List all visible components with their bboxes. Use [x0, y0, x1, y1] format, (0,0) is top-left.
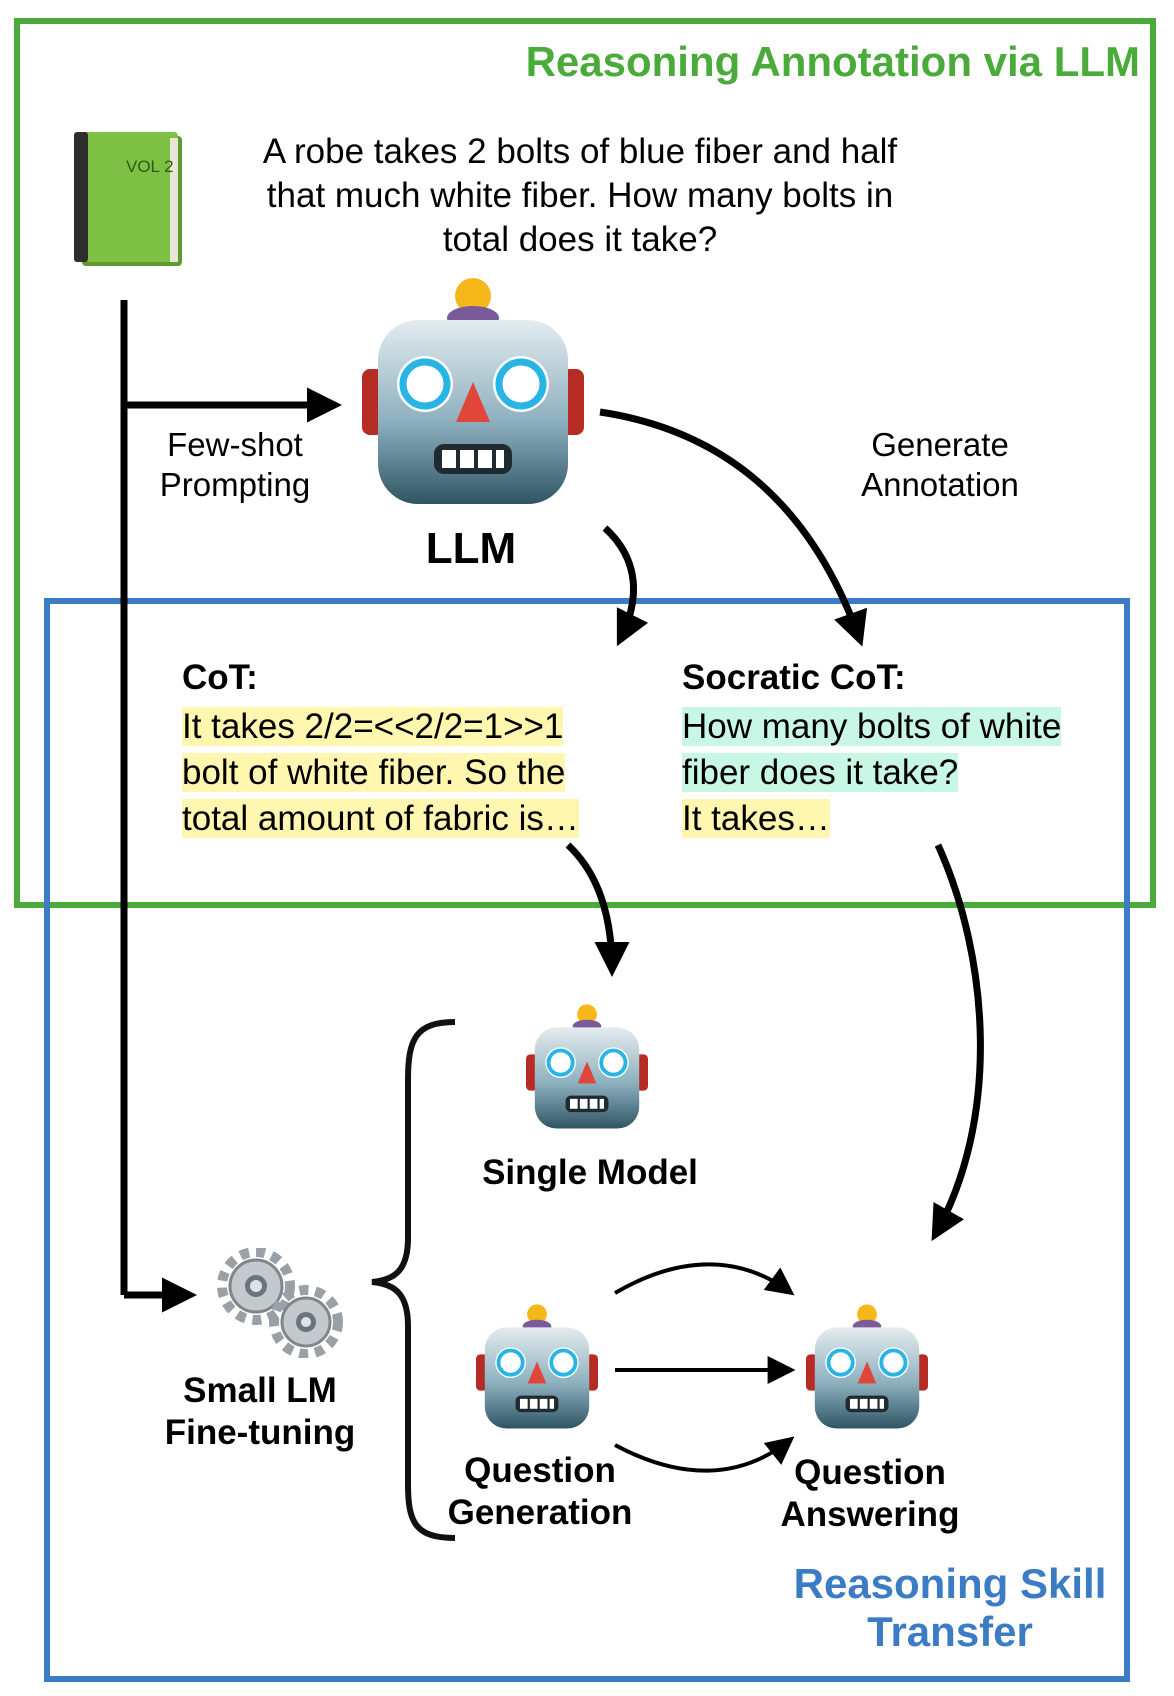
book-label: VOL 2: [126, 157, 174, 176]
small-lm-label: Small LM Fine-tuning: [164, 1371, 356, 1452]
socratic-to-qa-arrow: [931, 843, 984, 1242]
single-model-robot-icon: [526, 1004, 648, 1129]
transfer-title-line1: Reasoning Skill: [793, 1560, 1107, 1607]
question-text: A robe takes 2 bolts of blue fiber and h…: [210, 130, 950, 262]
socratic-line1: How many bolts of white: [682, 707, 1062, 746]
generate-annotation-arrow: [599, 408, 868, 647]
qg-qa-arrow-bottom: [614, 1436, 795, 1473]
socratic-line3: It takes…: [682, 799, 830, 838]
socratic-heading: Socratic CoT:: [682, 658, 906, 697]
question-line1: A robe takes 2 bolts of blue fiber and h…: [262, 132, 898, 171]
cot-block: CoT: It takes 2/2=<<2/2=1>>1 bolt of whi…: [182, 658, 622, 842]
socratic-line2: fiber does it take?: [682, 753, 959, 792]
transfer-title-line2: Transfer: [867, 1608, 1033, 1655]
question-line3: total does it take?: [442, 220, 718, 259]
annotation-section: [14, 18, 1156, 908]
gears-icon: [217, 1248, 343, 1358]
llm-to-cot-arrow: [602, 525, 649, 647]
transfer-section: [44, 598, 1130, 1682]
question-answering-robot-icon: [806, 1304, 928, 1429]
curly-brace: [371, 1019, 456, 1541]
qg-qa-arrow-top: [613, 1262, 795, 1296]
question-line2: that much white fiber. How many bolts in: [266, 176, 894, 215]
single-model-label: Single Model: [482, 1153, 698, 1192]
question-generation-label: Question Generation: [447, 1451, 633, 1532]
annotation-title: Reasoning Annotation via LLM: [525, 38, 1140, 85]
book-icon: VOL 2: [74, 132, 182, 266]
cot-to-single-arrow: [565, 842, 630, 977]
question-generation-robot-icon: [476, 1304, 598, 1429]
socratic-cot-block: Socratic CoT: How many bolts of white fi…: [682, 658, 1122, 842]
transfer-title: Reasoning Skill Transfer: [760, 1560, 1140, 1656]
cot-line1: It takes 2/2=<<2/2=1>>1: [182, 707, 564, 746]
cot-heading: CoT:: [182, 658, 258, 697]
generate-annotation-label: Generate Annotation: [861, 426, 1019, 503]
llm-label: LLM: [425, 524, 517, 573]
cot-line2: bolt of white fiber. So the: [182, 753, 566, 792]
llm-robot-icon: [362, 278, 584, 504]
cot-line3: total amount of fabric is…: [182, 799, 579, 838]
few-shot-label: Few-shot Prompting: [159, 426, 311, 503]
question-answering-label: Question Answering: [780, 1453, 960, 1534]
